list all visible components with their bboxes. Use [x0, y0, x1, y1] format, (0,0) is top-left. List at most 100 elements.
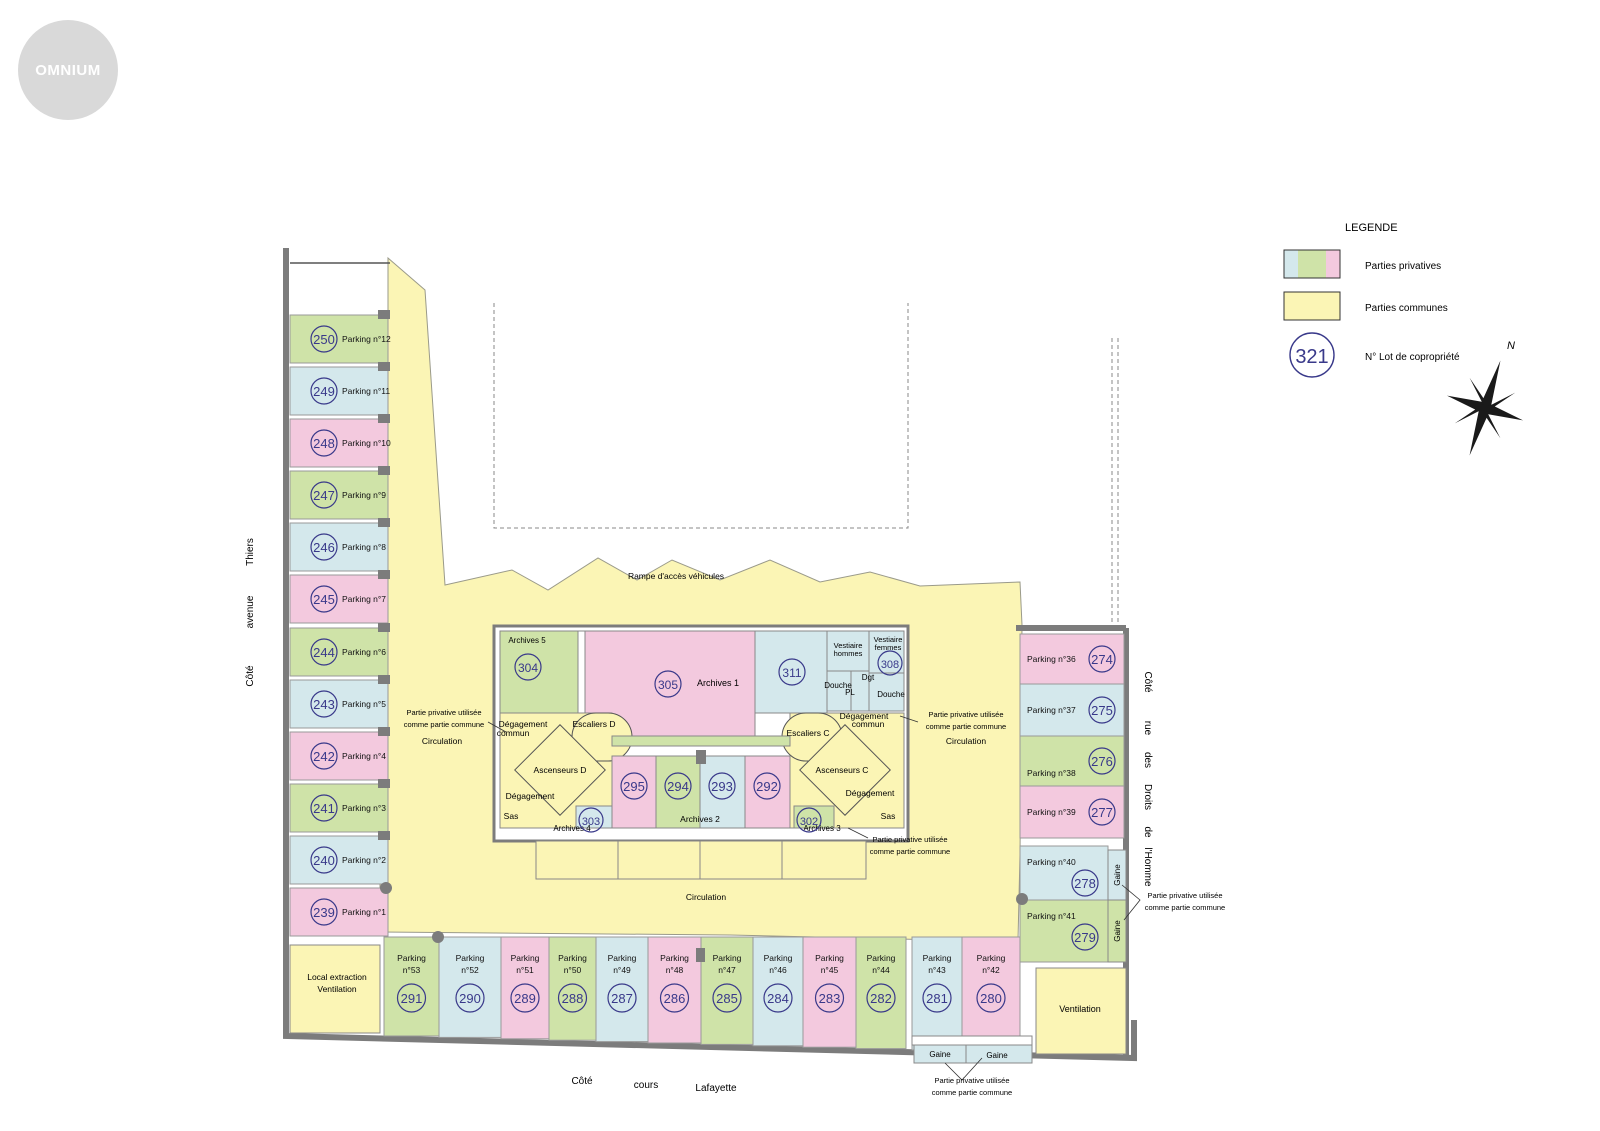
- parking-label: Parking n°3: [342, 803, 386, 813]
- lot-number: 276: [1091, 754, 1113, 769]
- lot-number: 243: [313, 697, 335, 712]
- lot-number: 250: [313, 332, 335, 347]
- parking-number-label: n°44: [872, 965, 890, 975]
- archives-1-label: Archives 1: [697, 678, 739, 688]
- corridor-top: [611, 735, 791, 747]
- ascenseur-d: [514, 724, 606, 816]
- parking-label: Parking: [511, 953, 540, 963]
- omnium-logo: OMNIUM: [18, 20, 118, 120]
- ppu-west-2: comme partie commune: [404, 720, 484, 729]
- degagement-c-label: Dégagement: [840, 711, 889, 721]
- parking-spot-south: Parking n°46 284: [752, 936, 804, 1047]
- logo-text: OMNIUM: [35, 61, 101, 79]
- lot-badge: 294: [664, 772, 692, 800]
- parking-number-label: n°46: [769, 965, 787, 975]
- svg-text:302: 302: [800, 816, 818, 828]
- south-strip-dividers: [617, 841, 783, 879]
- archives-3-room: [793, 805, 835, 829]
- parking-label: Parking: [558, 953, 587, 963]
- lot-badge: 249: [310, 377, 338, 405]
- parking-label: Parking n°5: [342, 699, 386, 709]
- legend-lot-circle: [1289, 332, 1335, 378]
- legend-lot-label: N° Lot de copropriété: [1365, 352, 1460, 363]
- street-east: Côté rue des Droits de l'Homme: [1142, 671, 1153, 887]
- lot-badge: 308: [877, 650, 903, 676]
- legend: LEGENDE Parties privatives Parties commu…: [1283, 222, 1524, 456]
- lot-number: 292: [756, 779, 778, 794]
- svg-text:303: 303: [582, 816, 600, 828]
- lot-badge: 241: [310, 794, 338, 822]
- parking-spot-west: 243 Parking n°5: [289, 675, 390, 729]
- parking-label: Parking: [764, 953, 793, 963]
- lot-number: 240: [313, 853, 335, 868]
- east-dashed-line: [1111, 338, 1119, 630]
- north-label: N: [1507, 340, 1515, 352]
- parking-number-label: n°42: [982, 965, 1000, 975]
- legend-common-swatch: [1283, 291, 1341, 321]
- parking-label: Parking n°41: [1027, 911, 1076, 921]
- street-east-word: rue: [1142, 721, 1153, 736]
- vestiaire-f-label: Vestiaire: [874, 635, 903, 644]
- lot-number: 275: [1091, 703, 1113, 718]
- parking-label: Parking n°36: [1027, 654, 1076, 664]
- lot-badge: 277: [1088, 798, 1116, 826]
- lot-badge: 286: [659, 983, 690, 1013]
- vestiaire-h-label-2: hommes: [834, 649, 863, 658]
- ppu-east-core-2: comme partie commune: [926, 722, 1006, 731]
- lot-number: 288: [562, 991, 584, 1006]
- douche-hommes: [826, 670, 852, 712]
- lot-number: 279: [1074, 930, 1096, 945]
- parking-number-label: n°43: [928, 965, 946, 975]
- parking-label: Parking: [660, 953, 689, 963]
- degagement-d2-label: Dégagement: [506, 791, 555, 801]
- parking-label: Parking: [977, 953, 1006, 963]
- lot-badge: 295: [620, 772, 648, 800]
- lot-badge: 275: [1088, 696, 1116, 724]
- parking-label: Parking: [923, 953, 952, 963]
- parking-label: Parking: [456, 953, 485, 963]
- lot-badge: 246: [310, 533, 338, 561]
- parking-label: Parking: [608, 953, 637, 963]
- ppu-core-south-2: comme partie commune: [870, 847, 950, 856]
- column-dot: [432, 931, 444, 943]
- douche-f-label: Douche: [877, 690, 905, 699]
- room-292: [744, 755, 791, 829]
- legend-private-swatch: [1283, 249, 1341, 279]
- parking-number-label: n°51: [516, 965, 534, 975]
- lot-number: 280: [980, 991, 1002, 1006]
- south-strip: [535, 840, 867, 880]
- street-west-word: avenue: [245, 595, 256, 628]
- lot-badge: 305: [654, 670, 682, 698]
- street-west: Côté avenue Thiers: [245, 538, 256, 686]
- street-east-word: Côté: [1142, 671, 1153, 693]
- street-south-word: Lafayette: [695, 1083, 737, 1094]
- lot-badge: 283: [814, 983, 845, 1013]
- lot-number: 293: [711, 779, 733, 794]
- parking-spot-south: Parking n°51 289: [500, 936, 550, 1040]
- lot-number: 284: [767, 991, 789, 1006]
- lot-badge: 247: [310, 481, 338, 509]
- lot-number: 289: [514, 991, 536, 1006]
- lot-badge: 281: [922, 983, 952, 1013]
- gaine-east-2-label: Gaine: [1113, 920, 1122, 942]
- street-west-word: Côté: [245, 665, 256, 687]
- legend-title: LEGENDE: [1345, 222, 1398, 234]
- parking-number-label: n°48: [666, 965, 684, 975]
- street-south-word: Côté: [571, 1076, 593, 1087]
- circulation-south-label: Circulation: [686, 892, 726, 902]
- ppu-core-south-1: Partie privative utilisée: [872, 835, 947, 844]
